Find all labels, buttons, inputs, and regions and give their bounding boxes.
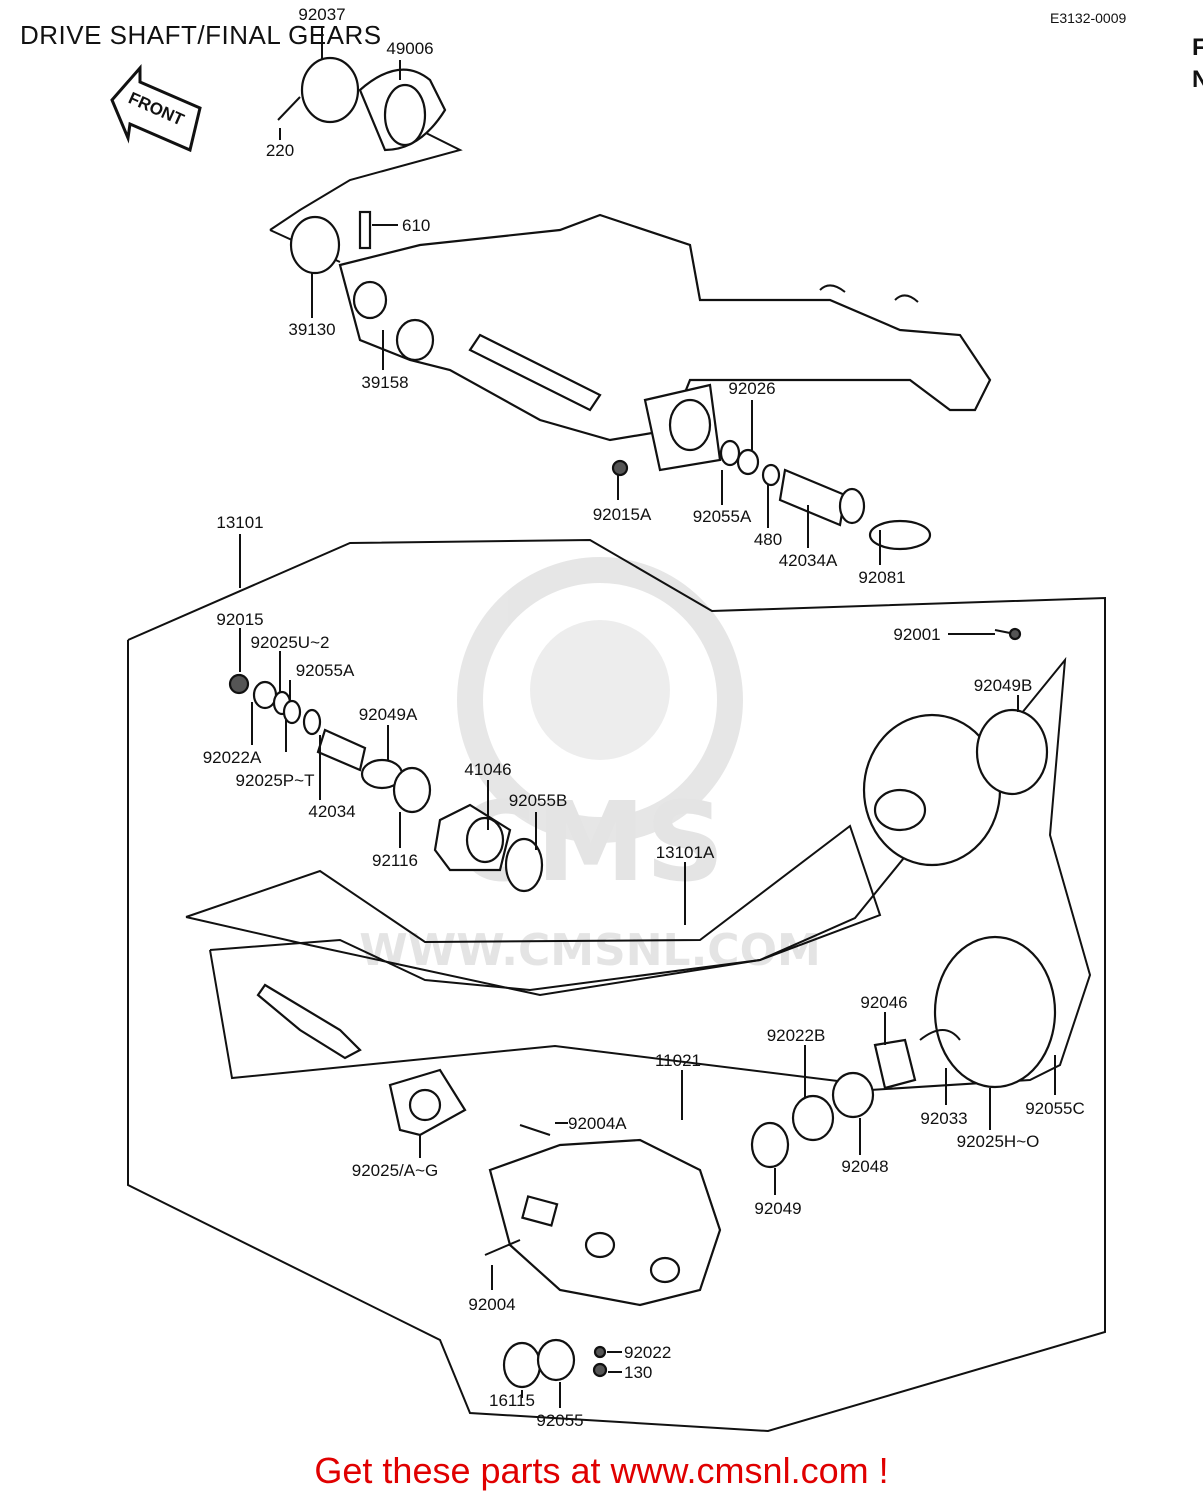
label-92025p: 92025P~T bbox=[236, 771, 315, 790]
label-92015: 92015 bbox=[216, 610, 263, 629]
drive-shaft bbox=[468, 333, 602, 412]
label-92049a: 92049A bbox=[359, 705, 418, 724]
gear-case-11021 bbox=[488, 1138, 722, 1307]
swing-arm bbox=[338, 213, 992, 442]
seal-92049 bbox=[750, 1121, 790, 1169]
footer-banner-link[interactable]: Get these parts at www.cmsnl.com ! bbox=[314, 1450, 889, 1491]
plug-130 bbox=[592, 1362, 608, 1378]
label-39158: 39158 bbox=[361, 373, 408, 392]
edge-letter-1: F bbox=[1192, 34, 1203, 61]
label-92081: 92081 bbox=[858, 568, 905, 587]
coupling-42034a bbox=[778, 468, 847, 527]
page-title: DRIVE SHAFT/FINAL GEARS bbox=[20, 20, 382, 50]
label-42034a: 42034A bbox=[779, 551, 838, 570]
shaft-42034 bbox=[316, 728, 367, 772]
label-92004: 92004 bbox=[468, 1295, 515, 1314]
leader-lines bbox=[239, 28, 1056, 1408]
clamp-92037 bbox=[300, 56, 360, 124]
swing-arm-assembly bbox=[269, 56, 992, 551]
cover-92025h bbox=[933, 935, 1057, 1089]
label-92025u: 92025U~2 bbox=[251, 633, 330, 652]
label-92046: 92046 bbox=[860, 993, 907, 1012]
label-42034: 42034 bbox=[308, 802, 355, 821]
pinion-gear bbox=[256, 983, 362, 1060]
label-92033: 92033 bbox=[920, 1109, 967, 1128]
seal-92049b bbox=[975, 708, 1049, 796]
label-92055a-top: 92055A bbox=[693, 507, 752, 526]
label-130: 130 bbox=[624, 1363, 652, 1382]
washer-92022 bbox=[593, 1345, 607, 1359]
label-480: 480 bbox=[754, 530, 782, 549]
o-ring-92055 bbox=[536, 1338, 576, 1382]
label-92055c: 92055C bbox=[1025, 1099, 1085, 1118]
cap-16115 bbox=[502, 1341, 542, 1389]
ring-39130 bbox=[289, 215, 341, 275]
screw-220 bbox=[277, 96, 301, 121]
nut-92015a bbox=[611, 459, 629, 477]
spring-92081 bbox=[868, 519, 932, 551]
label-92026: 92026 bbox=[728, 379, 775, 398]
circlip-480 bbox=[761, 463, 781, 487]
label-92049b: 92049B bbox=[974, 676, 1033, 695]
label-92025h: 92025H~O bbox=[957, 1132, 1040, 1151]
label-92037: 92037 bbox=[298, 5, 345, 24]
label-39130: 39130 bbox=[288, 320, 335, 339]
label-13101a: 13101A bbox=[656, 843, 715, 862]
label-92022b: 92022B bbox=[767, 1026, 826, 1045]
bearing-92046 bbox=[873, 1038, 917, 1090]
label-16115: 16115 bbox=[489, 1391, 535, 1410]
label-610: 610 bbox=[402, 216, 430, 235]
bearing-92048 bbox=[831, 1071, 875, 1119]
label-92116: 92116 bbox=[372, 851, 418, 870]
stud-92004 bbox=[484, 1239, 521, 1256]
label-49006: 49006 bbox=[386, 39, 433, 58]
label-92022a: 92022A bbox=[203, 748, 262, 767]
final-gear-assembly bbox=[127, 538, 1106, 1433]
bearing-92116 bbox=[392, 766, 432, 814]
edge-letters: F N bbox=[1192, 32, 1203, 96]
label-92025ag: 92025/A~G bbox=[352, 1161, 439, 1180]
o-ring-92055a-top bbox=[719, 439, 741, 467]
label-92055: 92055 bbox=[536, 1411, 583, 1430]
label-92049: 92049 bbox=[754, 1199, 801, 1218]
label-92001: 92001 bbox=[893, 625, 940, 644]
front-arrow-icon: FRONT bbox=[110, 64, 202, 153]
label-92055b: 92055B bbox=[509, 791, 568, 810]
diagram-code: E3132-0009 bbox=[1050, 10, 1127, 26]
label-92004a: 92004A bbox=[568, 1114, 627, 1133]
label-92048: 92048 bbox=[841, 1157, 888, 1176]
label-220: 220 bbox=[266, 141, 294, 160]
label-92055a: 92055A bbox=[296, 661, 355, 680]
shim-92022b bbox=[791, 1094, 835, 1142]
washer-92026 bbox=[736, 448, 760, 476]
nut-92015 bbox=[228, 673, 250, 695]
o-ring-92055b bbox=[504, 837, 544, 893]
pin-610 bbox=[358, 210, 372, 250]
watermark-url: WWW.CMSNL.COM bbox=[359, 925, 821, 976]
label-92022: 92022 bbox=[624, 1343, 671, 1362]
stud-92004a bbox=[519, 1124, 551, 1136]
watermark: CMS WWW.CMSNL.COM bbox=[359, 557, 821, 976]
label-41046: 41046 bbox=[464, 760, 511, 779]
label-11021: 11021 bbox=[655, 1051, 701, 1070]
label-13101: 13101 bbox=[216, 513, 263, 532]
callout-labels: 92037 49006 220 610 39130 39158 92026 92… bbox=[203, 5, 1085, 1430]
label-92015a: 92015A bbox=[593, 505, 652, 524]
edge-letter-2: N bbox=[1192, 66, 1203, 93]
